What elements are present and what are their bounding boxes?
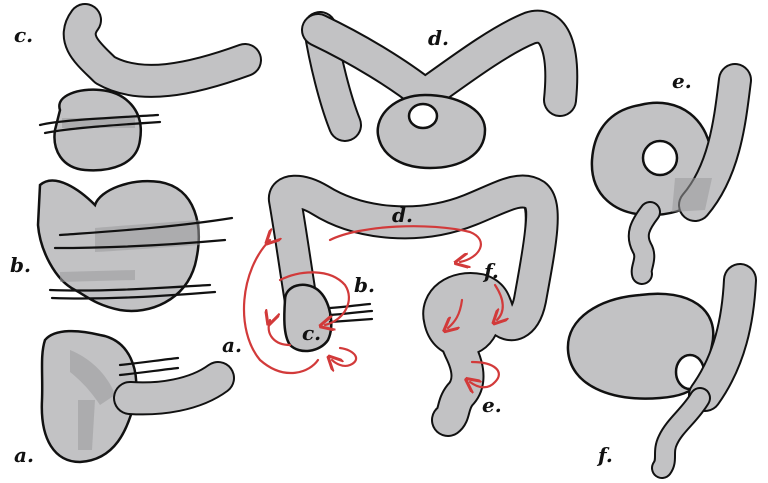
panel-b: b. (10, 181, 232, 311)
panel-d: d. (318, 26, 561, 168)
label-center-d: d. (392, 203, 413, 227)
label-center-a: a. (222, 333, 242, 357)
label-panel-e: e. (672, 69, 692, 93)
label-panel-a: a. (14, 443, 34, 467)
center-colon: a. b. c. d. e. f. (222, 191, 542, 420)
label-center-c: c. (302, 321, 321, 345)
label-panel-f: f. (596, 443, 613, 467)
panel-a: a. (14, 331, 218, 467)
panel-f: f. (568, 280, 740, 468)
label-panel-c: c. (14, 23, 33, 47)
label-center-b: b. (354, 273, 375, 297)
panel-e: e. (592, 69, 735, 274)
label-panel-d: d. (428, 26, 449, 50)
panel-c: c. (14, 20, 245, 170)
label-panel-b: b. (10, 253, 31, 277)
label-center-e: e. (482, 393, 502, 417)
label-center-f: f. (482, 259, 499, 283)
